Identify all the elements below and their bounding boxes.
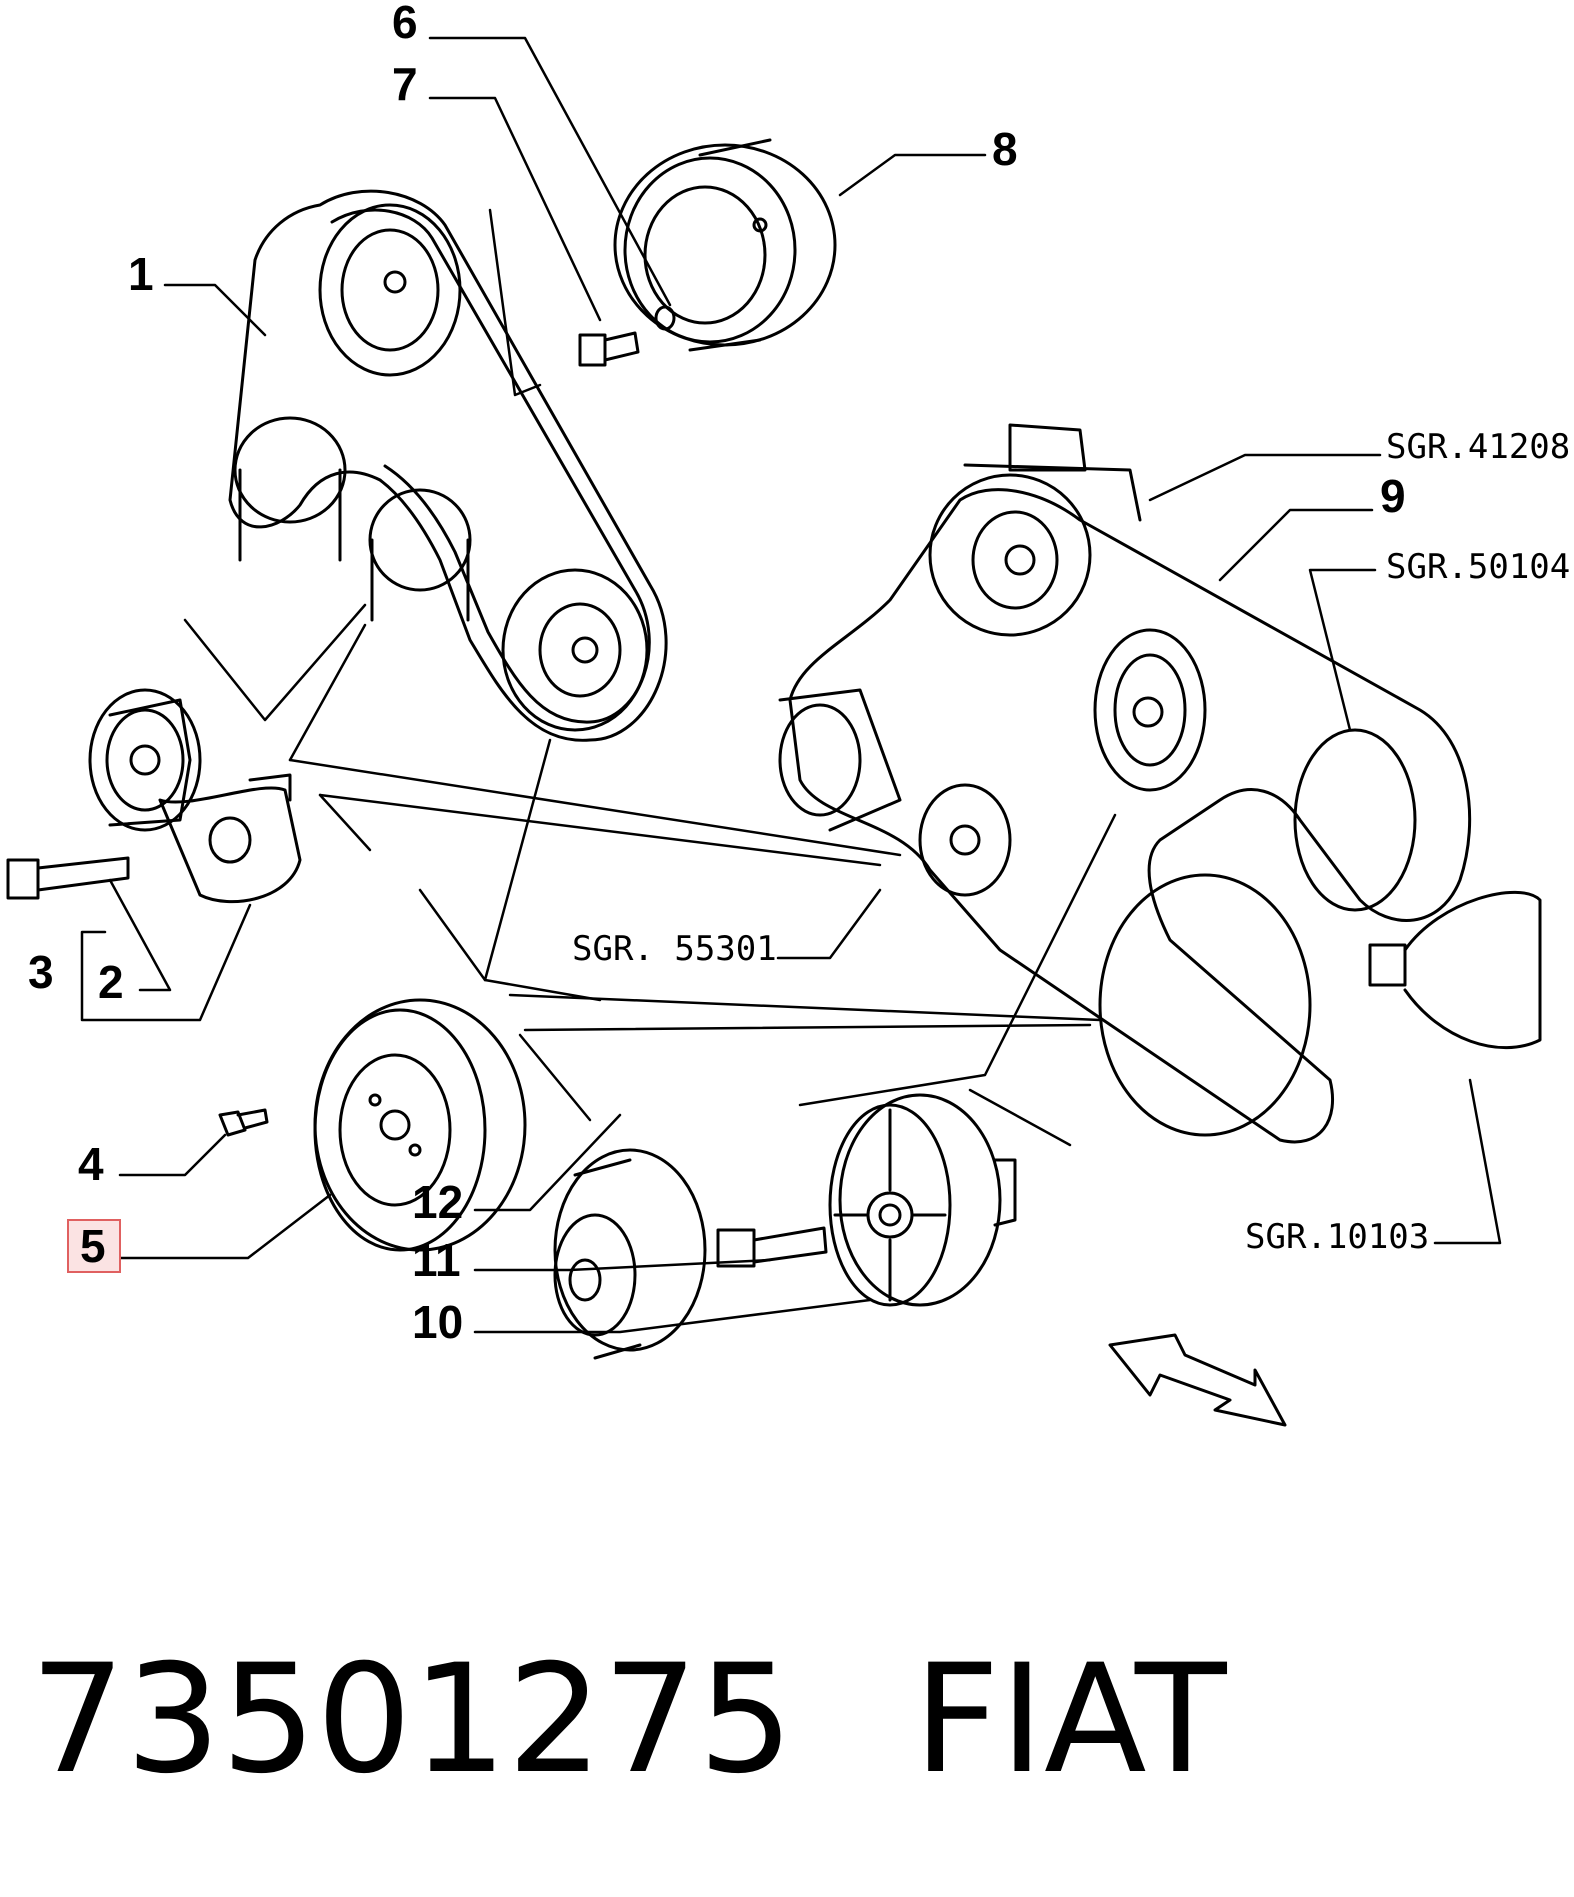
callout-8: 8 [992,123,1018,175]
water-pump-pulley [928,473,1092,637]
callout-6: 6 [392,0,418,48]
callout-9: 9 [1380,470,1406,522]
belt-1 [228,189,668,742]
alternator-pulley [1093,628,1207,792]
pulley-left-b [368,488,472,622]
part-number: 73501275 [30,1633,794,1807]
washer-part-6 [654,305,676,331]
ref-sgr-10103: SGR.10103 [1245,1217,1429,1257]
compressor-left [778,688,902,832]
bolt-part-11 [716,1226,828,1268]
bolt-part-4 [218,1108,269,1137]
pulley-part-8 [613,138,837,352]
engine-belt-9 [788,488,1472,1144]
callout-2: 2 [98,956,124,1008]
crankshaft-pulley [1098,873,1312,1137]
leader-lines [80,36,1502,1334]
idler-pulley-part-10 [828,1093,1017,1307]
pulley-belt1-bottom [501,568,649,732]
power-steering-pulley [1293,728,1417,912]
callout-4: 4 [78,1138,104,1190]
long-bolt [6,856,130,900]
pulley-left-a [233,416,347,562]
bolt-part-7 [578,331,640,367]
callout-12: 12 [412,1176,463,1228]
callout-7: 7 [392,58,418,110]
callout-3: 3 [28,946,54,998]
tensioner-pulley-55301 [918,783,1012,897]
pulley-part-12 [553,1148,707,1360]
callout-1: 1 [128,248,154,300]
ref-sgr-55301: SGR. 55301 [572,929,777,969]
callout-11: 11 [412,1234,461,1286]
direction-arrow-icon [1108,1333,1287,1427]
tensioner-assembly [88,688,302,903]
idler-pulley-top [318,203,462,377]
highlight-box-5 [67,1219,121,1273]
assembly-lines [183,208,1117,1147]
callout-5: 5 [80,1220,106,1272]
ref-sgr-41208: SGR.41208 [1386,427,1570,467]
callout-10: 10 [412,1296,463,1348]
crankshaft-end [1368,890,1542,1050]
ref-sgr-50104: SGR.50104 [1386,547,1570,587]
brand-name: FIAT [913,1633,1227,1807]
pulley-part-5 [313,998,527,1252]
engine-bracket-top [963,423,1142,522]
